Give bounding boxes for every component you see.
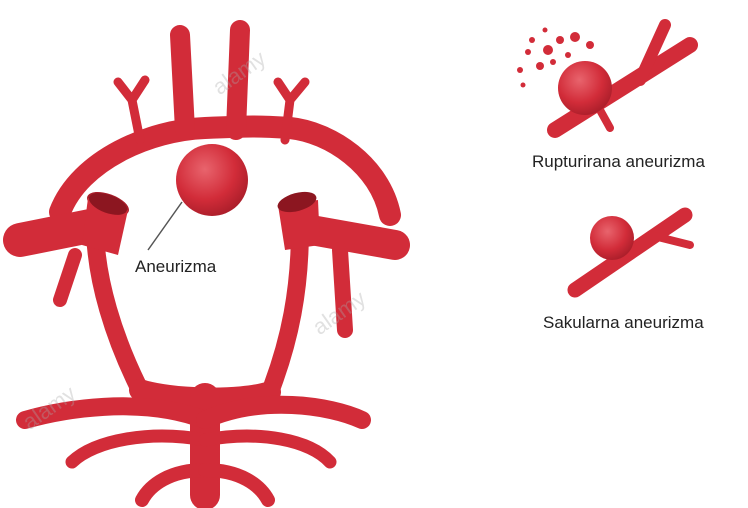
ruptured-aneurysm-label: Rupturirana aneurizma	[532, 152, 705, 172]
right-lateral-vessel	[270, 228, 300, 392]
lower-branch-right	[205, 405, 362, 420]
aneurysm-label: Aneurizma	[135, 257, 216, 277]
saccular-aneurysm-label: Sakularna aneurizma	[543, 313, 704, 333]
anterior-branch-left	[180, 35, 185, 130]
lower-small-right	[205, 436, 330, 462]
ruptured-aneurysm-illustration	[517, 25, 690, 130]
lower-small-left	[72, 436, 205, 462]
saccular-aneurysm-illustration	[575, 215, 690, 290]
left-stub-vessel	[60, 255, 75, 300]
aneurysm-sac	[176, 144, 248, 216]
aneurysm-pointer-line	[148, 202, 182, 250]
small-branch-left	[118, 80, 145, 140]
